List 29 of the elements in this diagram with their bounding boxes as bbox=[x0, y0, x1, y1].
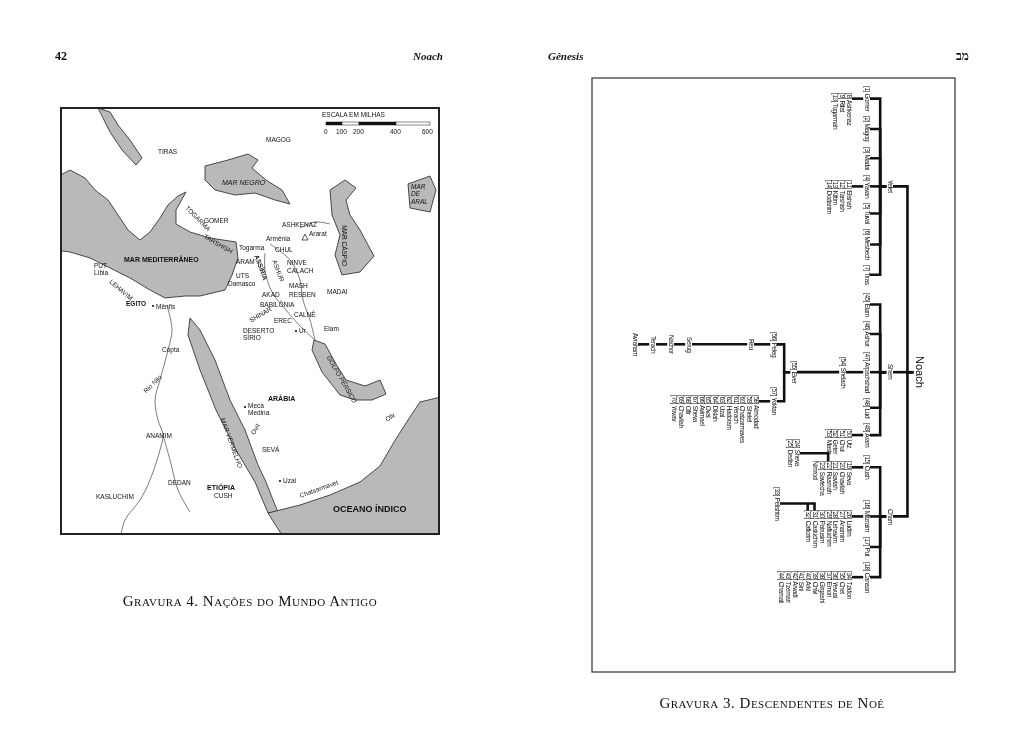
tree-connector bbox=[638, 343, 650, 346]
tree-connector bbox=[852, 433, 864, 437]
tree-connector bbox=[759, 399, 771, 403]
tree-connector bbox=[852, 575, 864, 579]
tree-connector bbox=[754, 343, 771, 346]
tree-connector bbox=[800, 452, 830, 462]
tree-connector bbox=[852, 515, 864, 518]
tree-connector bbox=[893, 370, 914, 518]
tree-connector bbox=[870, 370, 887, 437]
tree-connector bbox=[674, 343, 686, 346]
tree-connector bbox=[870, 515, 887, 579]
map-label: OCEANO ÍNDICO bbox=[333, 504, 407, 514]
running-header: מב bbox=[956, 50, 969, 62]
running-header: Gênesis bbox=[548, 50, 584, 62]
figure-caption: Gravura 4. Nações do Mundo Antigo bbox=[122, 593, 378, 609]
tree-connector bbox=[870, 185, 887, 277]
tree-connector bbox=[852, 185, 864, 188]
figure-caption: Gravura 3. Descendentes de Noé bbox=[659, 695, 885, 711]
tree-connector bbox=[777, 370, 791, 403]
tree-connector bbox=[692, 343, 748, 346]
tree-connector bbox=[797, 370, 840, 374]
tree-connector bbox=[852, 97, 864, 100]
running-header: Noach bbox=[413, 50, 443, 62]
tree-connector bbox=[846, 370, 864, 374]
running-header: 42 bbox=[55, 50, 67, 62]
name-label: Noach bbox=[913, 356, 925, 389]
tree-connector bbox=[656, 343, 668, 346]
tree-connector bbox=[852, 466, 864, 469]
tree-connector bbox=[780, 502, 816, 512]
